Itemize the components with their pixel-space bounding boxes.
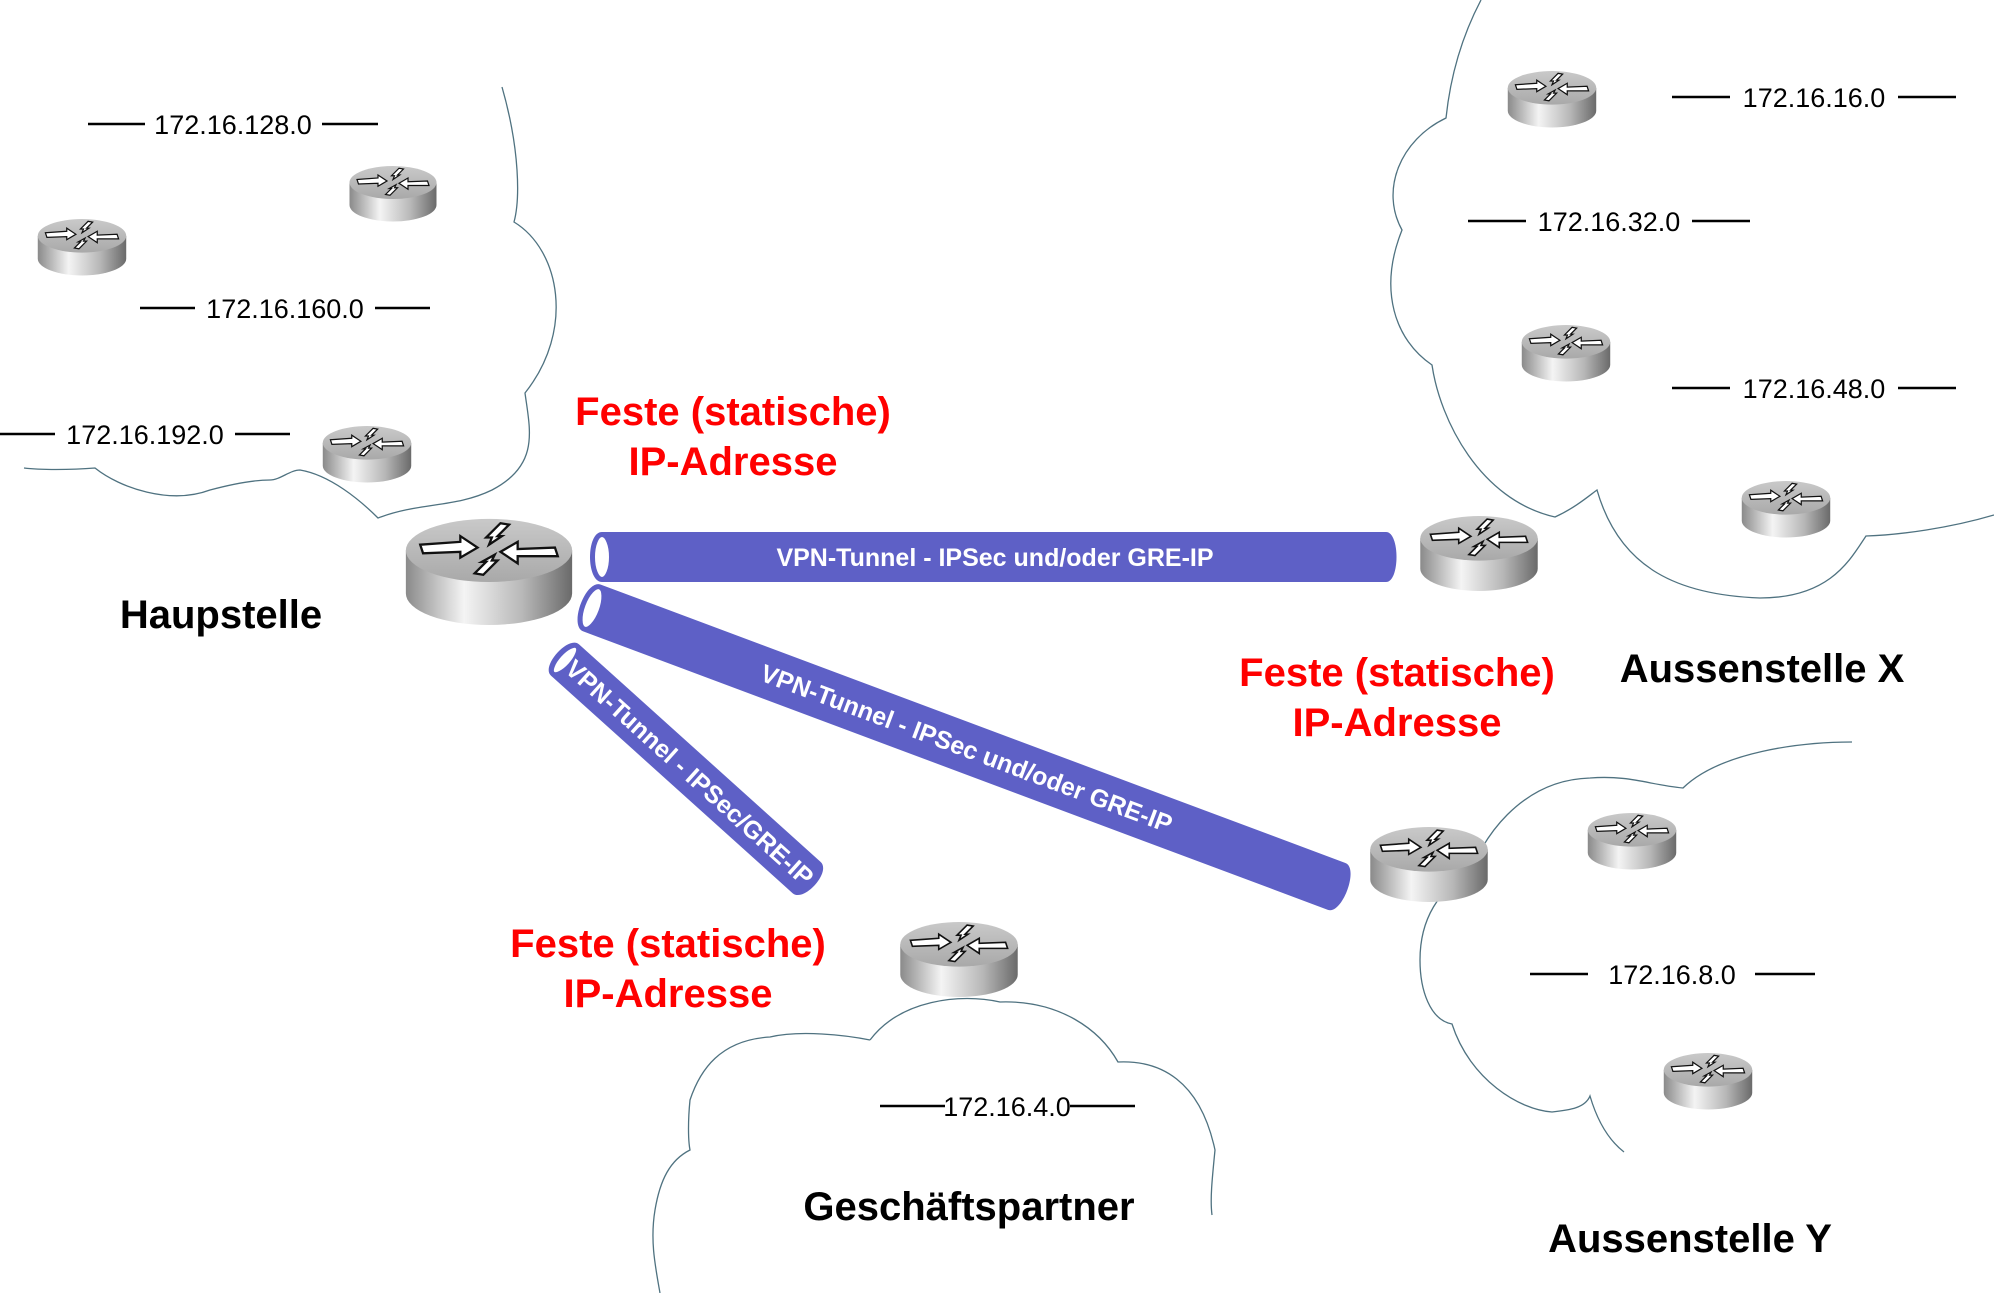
static-ip-line1: Feste (statische)	[575, 390, 891, 434]
tunnel-label: VPN-Tunnel - IPSec und/oder GRE-IP	[757, 659, 1176, 838]
static-ip-label-haupstelle: Feste (statische) IP-Adresse	[575, 390, 891, 484]
tunnel-label: VPN-Tunnel - IPSec und/oder GRE-IP	[776, 544, 1213, 572]
network-segment-172-16-32-0: 172.16.32.0	[1468, 207, 1750, 237]
network-label: 172.16.160.0	[206, 294, 364, 324]
static-ip-label-geschaeftspartner: Feste (statische) IP-Adresse	[510, 922, 826, 1016]
network-label: 172.16.48.0	[1743, 374, 1886, 404]
static-ip-line2: IP-Adresse	[564, 972, 773, 1016]
router-icon	[37, 218, 127, 277]
network-segment-172-16-16-0: 172.16.16.0	[1672, 83, 1956, 113]
site-label-haupstelle: Haupstelle	[120, 593, 322, 637]
network-segment-172-16-192-0: 172.16.192.0	[0, 420, 290, 450]
static-ip-line1: Feste (statische)	[510, 922, 826, 966]
network-label: 172.16.16.0	[1743, 83, 1886, 113]
router-icon-aussenstelle-y-gateway	[1369, 826, 1489, 903]
network-label: 172.16.4.0	[943, 1092, 1071, 1122]
site-label-geschaeftspartner: Geschäftspartner	[803, 1185, 1134, 1229]
cloud-icon-geschaeftspartner	[652, 997, 1216, 1293]
router-icon-haupstelle-gateway	[404, 517, 574, 627]
vpn-tunnel-aussenstelle-x: VPN-Tunnel - IPSec und/oder GRE-IP	[590, 532, 1397, 582]
router-icon	[1507, 70, 1597, 129]
router-icon	[322, 425, 412, 484]
cloud-icon-aussenstelle-x	[1390, 0, 1994, 599]
network-segment-172-16-128-0: 172.16.128.0	[88, 110, 378, 140]
network-segment-172-16-160-0: 172.16.160.0	[140, 294, 430, 324]
router-icon-aussenstelle-x-gateway	[1419, 515, 1539, 592]
router-icon	[1521, 324, 1611, 383]
static-ip-line1: Feste (statische)	[1239, 651, 1555, 695]
network-label: 172.16.128.0	[154, 110, 312, 140]
network-segment-172-16-48-0: 172.16.48.0	[1672, 374, 1956, 404]
network-label: 172.16.32.0	[1538, 207, 1681, 237]
network-segment-172-16-4-0: 172.16.4.0	[880, 1092, 1135, 1122]
static-ip-label-aussenstelle-y: Feste (statische) IP-Adresse	[1239, 651, 1555, 745]
router-icon-geschaeftspartner-gateway	[899, 921, 1019, 998]
site-label-aussenstelle-x: Aussenstelle X	[1620, 647, 1905, 691]
network-label: 172.16.192.0	[66, 420, 224, 450]
static-ip-line2: IP-Adresse	[1293, 701, 1502, 745]
network-segment-172-16-8-0: 172.16.8.0	[1530, 960, 1815, 990]
network-label: 172.16.8.0	[1608, 960, 1736, 990]
router-icon	[1587, 812, 1677, 871]
static-ip-line2: IP-Adresse	[629, 440, 838, 484]
cloud-icon-haupstelle	[23, 86, 557, 519]
router-icon	[1663, 1052, 1753, 1111]
router-icon	[1741, 480, 1831, 539]
router-icon	[348, 165, 438, 223]
site-label-aussenstelle-y: Aussenstelle Y	[1548, 1217, 1832, 1261]
cloud-icon-aussenstelle-y	[1419, 741, 1853, 1153]
